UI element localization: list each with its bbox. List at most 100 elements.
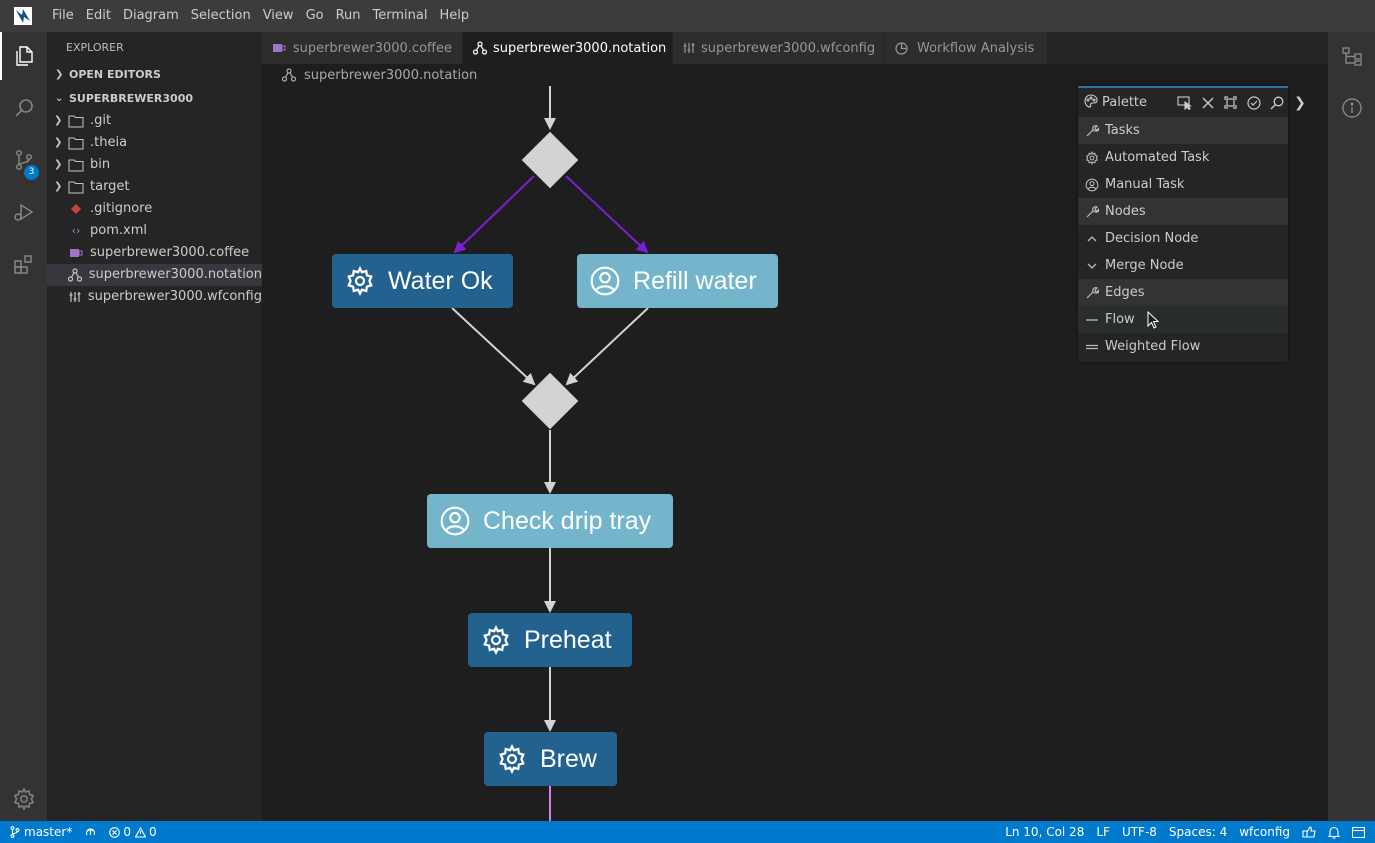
indentation-status[interactable]: Spaces: 4 (1168, 825, 1228, 839)
palette-group-nodes[interactable]: Nodes (1078, 198, 1288, 225)
tab-notation[interactable]: superbrewer3000.notation ✕ (463, 32, 687, 64)
problems-status[interactable]: 0 0 (103, 821, 162, 843)
user-icon (437, 503, 473, 539)
palette-item-manual-task[interactable]: Manual Task (1078, 171, 1288, 198)
edge-water-ok-merge[interactable] (451, 307, 536, 386)
node-preheat[interactable]: Preheat (468, 613, 632, 667)
cursor-position[interactable]: Ln 10, Col 28 (1005, 825, 1085, 839)
menu-selection[interactable]: Selection (190, 8, 251, 23)
tab-wfconfig[interactable]: superbrewer3000.wfconfig (673, 32, 885, 64)
language-status[interactable]: wfconfig (1239, 825, 1290, 839)
edge-decision-water-ok[interactable] (453, 175, 535, 254)
node-refill-water[interactable]: Refill water (577, 254, 778, 308)
branch-status[interactable]: master* (0, 821, 78, 843)
tree-item-label: superbrewer3000.wfconfig (87, 289, 262, 304)
source-control-icon[interactable]: 3 (0, 136, 47, 184)
tab-workflow-analysis[interactable]: Workflow Analysis (885, 32, 1048, 64)
node-water-ok[interactable]: Water Ok (332, 254, 513, 308)
chevron-right-icon: ❯ (55, 69, 64, 80)
git-file-icon (68, 201, 84, 217)
palette-group-tasks[interactable]: Tasks (1078, 117, 1288, 144)
app-logo-icon (0, 0, 46, 32)
validate-tool-icon[interactable] (1242, 95, 1265, 110)
warning-count: 0 (148, 825, 157, 839)
delete-tool-icon[interactable] (1196, 97, 1219, 109)
marquee-tool-icon[interactable] (1219, 96, 1242, 109)
explorer-icon[interactable] (0, 32, 47, 80)
tree-item-label: .git (90, 113, 112, 128)
layout-icon[interactable] (1346, 821, 1375, 843)
open-editors-section[interactable]: ❯ OPEN EDITORS (47, 64, 262, 86)
diagram-icon (282, 68, 296, 82)
search-icon[interactable] (0, 84, 47, 132)
user-icon (587, 263, 623, 299)
palette-header: Palette (1078, 88, 1288, 117)
tree-item-label: .gitignore (90, 201, 153, 216)
menu-file[interactable]: File (52, 8, 74, 23)
double-line-icon (1084, 344, 1100, 350)
palette-item-decision-node[interactable]: Decision Node (1078, 225, 1288, 252)
scm-badge: 3 (24, 165, 39, 180)
tree-folder-theia[interactable]: ❯ .theia (47, 132, 262, 154)
folder-icon (68, 179, 84, 195)
menu-go[interactable]: Go (305, 8, 324, 23)
tree-folder-target[interactable]: ❯ target (47, 176, 262, 198)
palette-item-automated-task[interactable]: Automated Task (1078, 144, 1288, 171)
palette-group-edges[interactable]: Edges (1078, 279, 1288, 306)
open-editors-label: OPEN EDITORS (69, 68, 161, 81)
node-check-drip-tray[interactable]: Check drip tray (427, 494, 673, 548)
bell-icon[interactable] (1322, 821, 1346, 843)
palette-icon (1084, 93, 1098, 112)
menu-diagram[interactable]: Diagram (122, 8, 179, 23)
menu-terminal[interactable]: Terminal (372, 8, 428, 23)
palette-item-flow[interactable]: Flow (1078, 306, 1288, 333)
sync-icon[interactable] (78, 821, 103, 843)
run-debug-icon[interactable] (0, 188, 47, 236)
folder-icon (68, 157, 84, 173)
palette-group-label: Edges (1105, 285, 1145, 300)
palette-item-label: Merge Node (1105, 258, 1184, 273)
outline-icon[interactable] (1328, 32, 1375, 80)
palette-group-label: Tasks (1105, 123, 1140, 138)
info-icon[interactable] (1328, 84, 1375, 132)
chevron-right-icon[interactable]: ❯ (1294, 95, 1306, 111)
mouse-cursor-icon (1147, 310, 1159, 329)
palette-item-merge-node[interactable]: Merge Node (1078, 252, 1288, 279)
edge-decision-refill-water[interactable] (565, 175, 649, 254)
selection-tool-icon[interactable] (1173, 95, 1196, 110)
menu-run[interactable]: Run (335, 8, 361, 23)
settings-gear-icon[interactable] (0, 775, 47, 823)
tree-file-coffee[interactable]: superbrewer3000.coffee (47, 242, 262, 264)
tree-item-label: bin (90, 157, 111, 172)
menu-view[interactable]: View (262, 8, 294, 23)
tree-file-wfconfig[interactable]: superbrewer3000.wfconfig (47, 286, 262, 308)
palette-item-weighted-flow[interactable]: Weighted Flow (1078, 333, 1288, 360)
encoding-status[interactable]: UTF-8 (1121, 825, 1157, 839)
palette-item-label: Flow (1105, 312, 1135, 327)
menu-edit[interactable]: Edit (85, 8, 111, 23)
search-icon[interactable] (1265, 96, 1288, 110)
extensions-icon[interactable] (0, 240, 47, 288)
tree-folder-git[interactable]: ❯ .git (47, 110, 262, 132)
line-icon (1084, 318, 1100, 322)
node-label: Water Ok (388, 266, 493, 295)
project-section[interactable]: ⌄ SUPERBREWER3000 (47, 88, 262, 110)
edge-refill-water-merge[interactable] (565, 307, 649, 386)
eol-status[interactable]: LF (1096, 825, 1110, 839)
tree-item-label: .theia (90, 135, 128, 150)
status-bar: master* 0 0 Ln 10, Col 28 LF UTF-8 Space… (0, 821, 1375, 843)
feedback-icon[interactable] (1296, 821, 1322, 843)
tree-file-pom[interactable]: ‹› pom.xml (47, 220, 262, 242)
chevron-down-icon: ⌄ (55, 93, 64, 104)
warning-icon (134, 826, 146, 838)
tab-coffee[interactable]: superbrewer3000.coffee (262, 32, 463, 64)
tree-item-label: superbrewer3000.notation (88, 267, 262, 282)
tree-file-gitignore[interactable]: .gitignore (47, 198, 262, 220)
tree-folder-bin[interactable]: ❯ bin (47, 154, 262, 176)
breadcrumb[interactable]: superbrewer3000.notation (262, 64, 1328, 86)
tree-file-notation[interactable]: superbrewer3000.notation (47, 264, 262, 286)
node-brew[interactable]: Brew (484, 732, 617, 786)
folder-icon (68, 113, 84, 129)
menu-bar: File Edit Diagram Selection View Go Run … (0, 0, 1375, 32)
menu-help[interactable]: Help (439, 8, 470, 23)
